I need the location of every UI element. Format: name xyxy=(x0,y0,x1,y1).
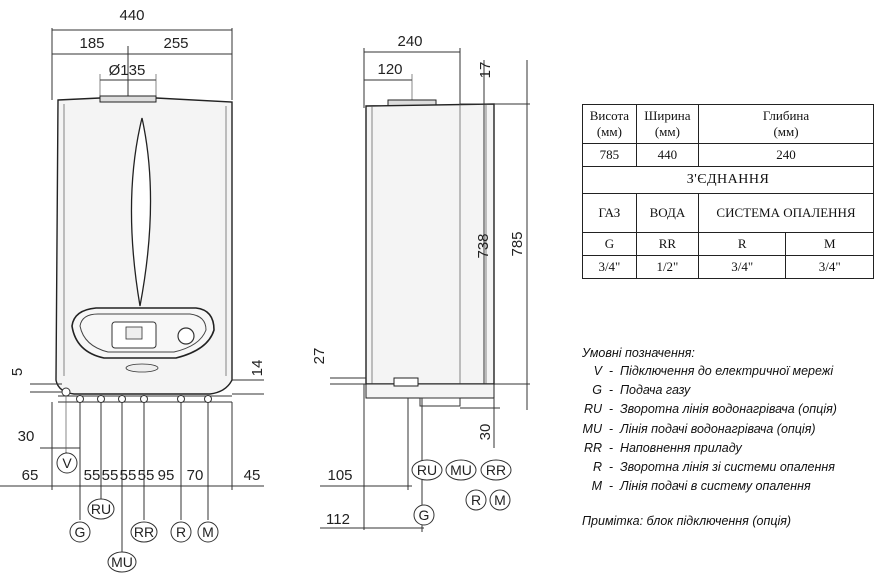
legend-text: Зворотна лінія зі системи опалення xyxy=(620,459,835,474)
dim-front-width: 440 xyxy=(119,7,144,24)
legend-item: V-Підключення до електричної мережі xyxy=(582,362,882,381)
connections-title: З'ЄДНАННЯ xyxy=(582,166,874,194)
legend-text: Зворотна лінія водонагрівача (опція) xyxy=(620,402,837,417)
size-R: 3/4" xyxy=(697,255,787,279)
legend-item: RU-Зворотна лінія водонагрівача (опція) xyxy=(582,400,882,419)
dim-side-top-17: 17 xyxy=(477,62,494,79)
legend-item: MU-Лінія подачі водонагрівача (опція) xyxy=(582,420,882,439)
legend-code: MU xyxy=(582,421,602,436)
front-connection-labels: V RU G RR R M MU xyxy=(56,452,219,573)
dim-bottom-4: 55 xyxy=(138,467,155,484)
dim-side-112: 112 xyxy=(326,511,350,528)
legend-item: M-Лінія подачі в систему опалення xyxy=(582,477,882,496)
legend-text: Підключення до електричної мережі xyxy=(620,364,834,378)
group-heating: СИСТЕМА ОПАЛЕННЯ xyxy=(698,193,874,233)
conn-front-RU: RU xyxy=(91,501,111,517)
dim-bottom-2: 55 xyxy=(102,467,119,484)
legend-text: Лінія подачі в систему опалення xyxy=(620,479,811,494)
value-height: 785 xyxy=(582,143,637,167)
code-M: M xyxy=(785,232,874,256)
dim-bottom-5: 95 xyxy=(158,467,175,484)
dim-left-5: 5 xyxy=(9,368,26,376)
legend-item: G-Подача газу xyxy=(582,381,882,400)
conn-side-G: G xyxy=(419,507,430,523)
legend-item: RR-Наповнення приладу xyxy=(582,439,882,458)
spec-table: Висота(мм) Ширина(мм) Глибина(мм) 785 44… xyxy=(582,104,874,279)
dim-side-105: 105 xyxy=(327,467,352,484)
dim-flue-diameter: Ø135 xyxy=(109,62,146,79)
value-depth: 240 xyxy=(698,143,874,167)
conn-front-R: R xyxy=(176,524,186,540)
header-depth: Глибина(мм) xyxy=(698,104,874,144)
legend-text: Подача газу xyxy=(620,383,691,398)
dim-side-flue-offset: 120 xyxy=(377,61,402,78)
dim-bottom-3: 55 xyxy=(120,467,137,484)
legend-code: G xyxy=(592,383,602,398)
code-RR: RR xyxy=(635,232,700,256)
dim-side-depth: 240 xyxy=(397,33,422,50)
boiler-front-view xyxy=(55,95,233,403)
conn-front-RR: RR xyxy=(134,524,154,540)
dim-bottom-6: 70 xyxy=(187,467,204,484)
code-G: G xyxy=(582,232,637,256)
dim-right-14: 14 xyxy=(249,360,266,377)
legend-title: Умовні позначення: xyxy=(582,346,695,360)
legend-code: M xyxy=(591,479,602,494)
legend-code: RR xyxy=(583,440,602,455)
size-M: 3/4" xyxy=(785,255,874,279)
conn-side-MU: MU xyxy=(450,462,472,478)
conn-front-M: M xyxy=(202,524,214,540)
legend: Умовні позначення: V-Підключення до елек… xyxy=(582,346,882,528)
boiler-side-view xyxy=(365,99,495,407)
legend-text: Лінія подачі водонагрівача (опція) xyxy=(620,421,816,436)
code-R: R xyxy=(697,232,787,256)
legend-code: V xyxy=(593,364,602,378)
legend-code: R xyxy=(592,459,602,474)
conn-front-V: V xyxy=(62,455,72,471)
side-connection-labels: RU MU RR R M G xyxy=(411,459,512,526)
size-G: 3/4" xyxy=(582,255,637,279)
header-height: Висота(мм) xyxy=(582,104,637,144)
conn-front-G: G xyxy=(75,524,86,540)
dim-side-738: 738 xyxy=(475,233,492,258)
conn-front-MU: MU xyxy=(111,554,133,570)
dim-bottom-7: 45 xyxy=(244,467,261,484)
size-RR: 1/2" xyxy=(635,255,700,279)
conn-side-R: R xyxy=(471,492,481,508)
header-width: Ширина(мм) xyxy=(635,104,700,144)
dim-front-right: 255 xyxy=(163,35,188,52)
legend-note: Примітка: блок підключення (опція) xyxy=(582,514,792,529)
conn-side-M: M xyxy=(494,492,506,508)
dim-left-30: 30 xyxy=(18,428,35,445)
group-gas: ГАЗ xyxy=(582,193,637,233)
dim-side-left-27: 27 xyxy=(311,348,328,365)
value-width: 440 xyxy=(635,143,700,167)
legend-code: RU xyxy=(583,402,602,417)
dim-side-785: 785 xyxy=(509,231,526,256)
dim-side-bottom-30: 30 xyxy=(477,424,494,441)
conn-side-RU: RU xyxy=(417,462,437,478)
conn-side-RR: RR xyxy=(486,462,506,478)
legend-item: R-Зворотна лінія зі системи опалення xyxy=(582,458,882,477)
dim-bottom-1: 55 xyxy=(84,467,101,484)
dim-bottom-0: 65 xyxy=(22,467,39,484)
legend-text: Наповнення приладу xyxy=(620,440,742,455)
dim-front-left: 185 xyxy=(79,35,104,52)
group-water: ВОДА xyxy=(635,193,700,233)
